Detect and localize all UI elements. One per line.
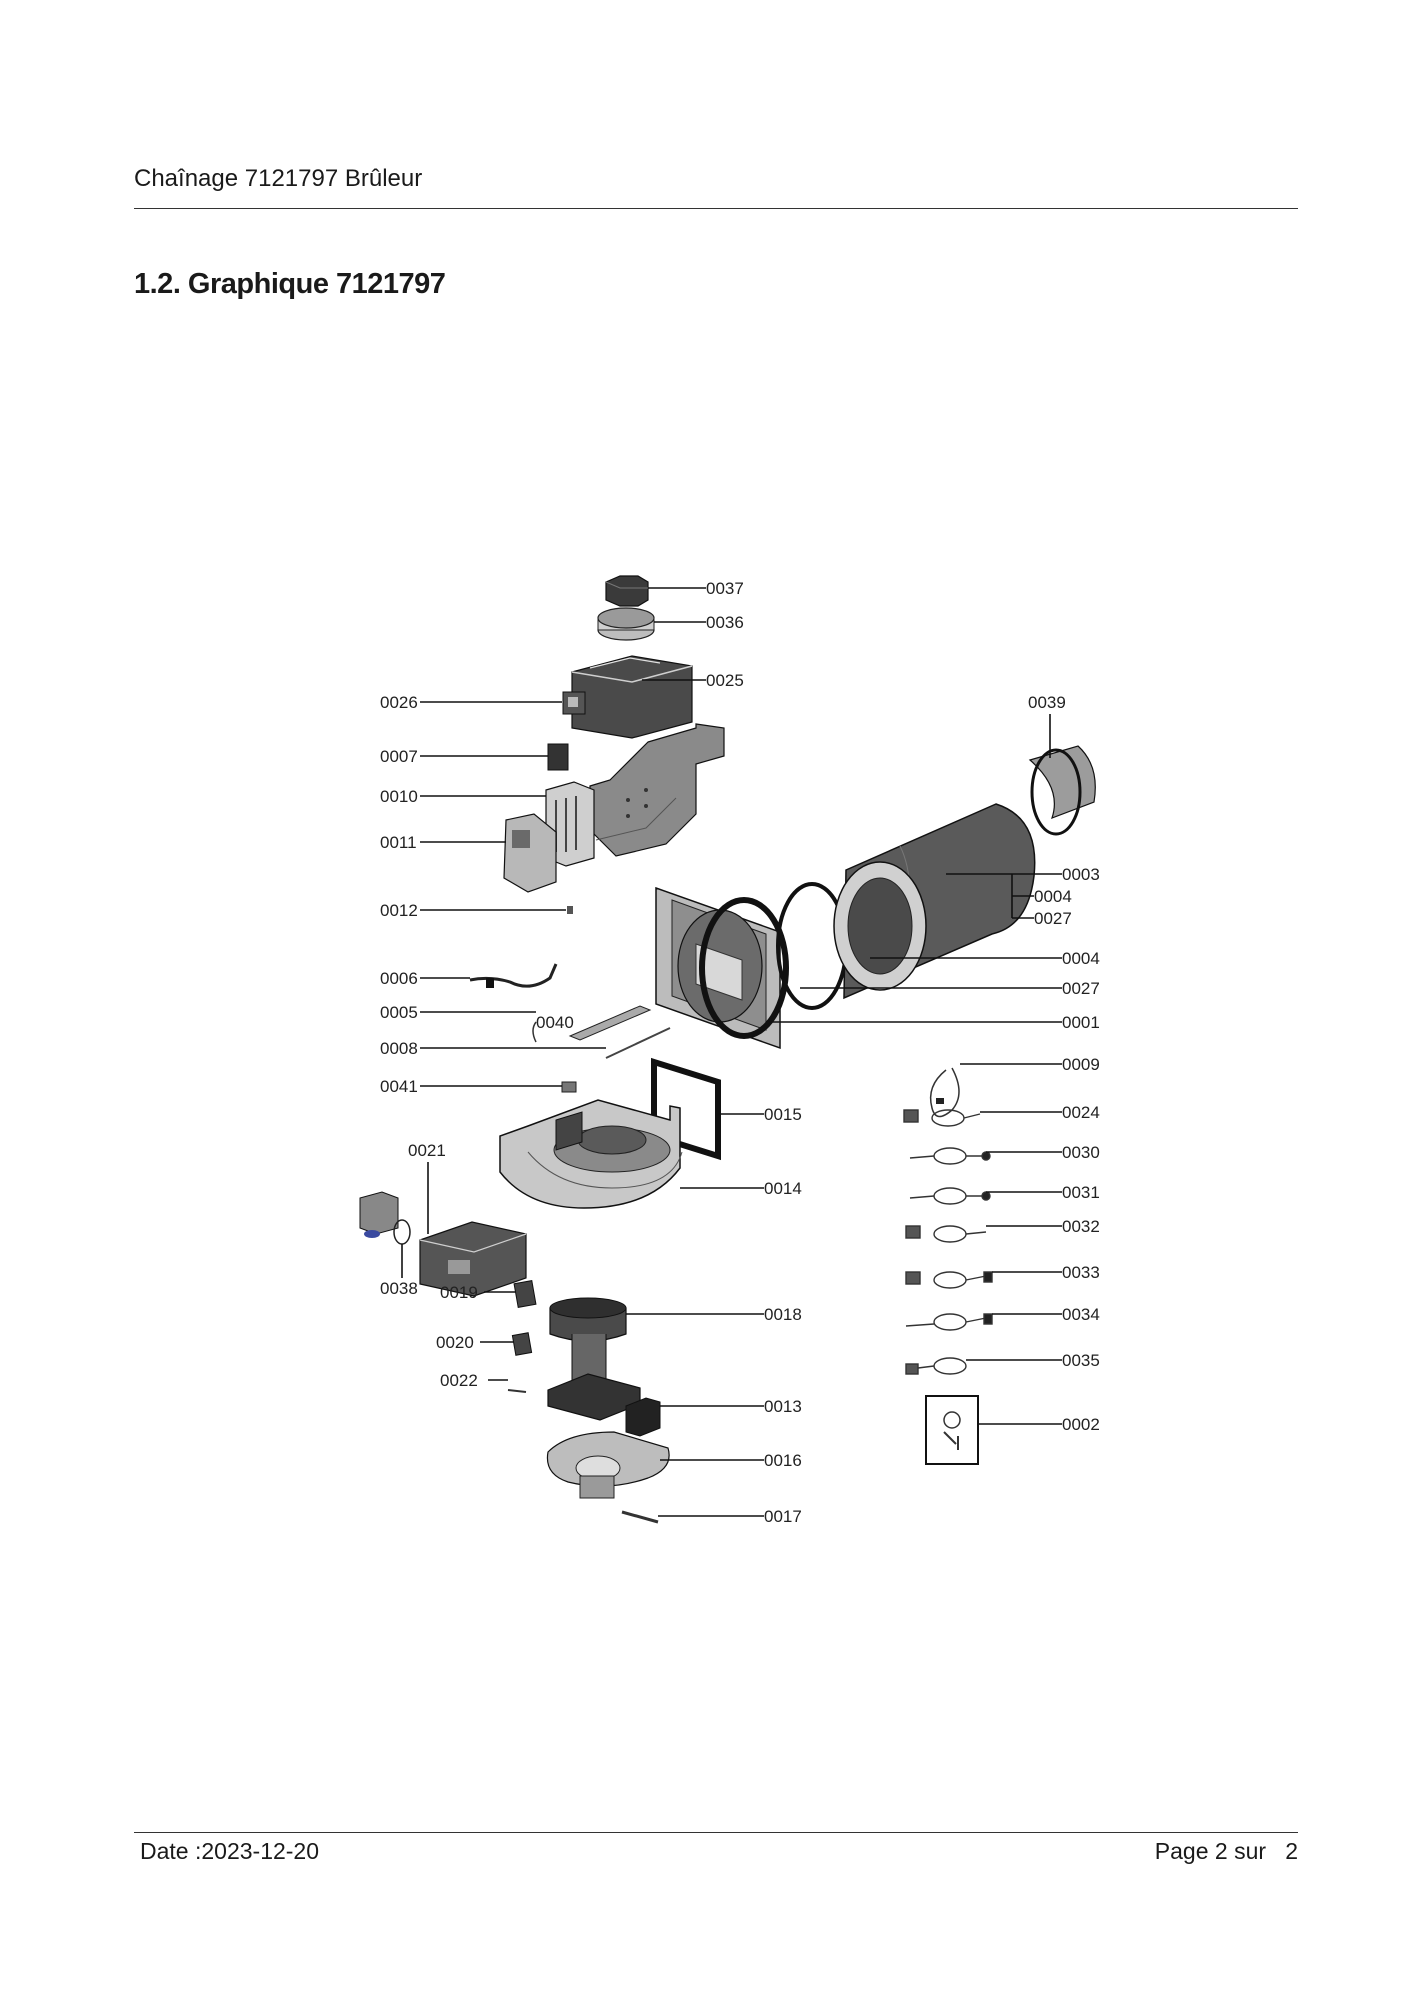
part-0039-sleeve — [1028, 745, 1096, 836]
leader-lines — [401, 587, 1062, 1517]
part-0037-cap — [605, 575, 649, 607]
part-0022-pin — [507, 1389, 527, 1393]
part-0001-flange-plate — [655, 886, 781, 1050]
part-0016-air-plate — [546, 1431, 670, 1499]
page-total: 2 — [1285, 1838, 1298, 1864]
part-0026-connector — [562, 691, 586, 715]
label-0007: 0007 — [380, 747, 418, 766]
label-0004-b: 0004 — [1062, 949, 1100, 968]
label-0014: 0014 — [764, 1179, 802, 1198]
label-0011: 0011 — [380, 833, 417, 852]
label-0017: 0017 — [764, 1507, 802, 1526]
label-0037: 0037 — [706, 579, 744, 598]
part-0012-screw — [567, 906, 573, 914]
label-0035: 0035 — [1062, 1351, 1100, 1370]
part-0024-cable — [903, 1109, 981, 1127]
label-0008: 0008 — [380, 1039, 418, 1058]
document-header-title: Chaînage 7121797 Brûleur — [134, 165, 423, 192]
part-0011-cover — [503, 813, 557, 893]
footer-date: Date :2023-12-20 — [140, 1838, 320, 1864]
part-0004-gasket-ring — [699, 897, 789, 1039]
header-divider — [134, 208, 1298, 209]
part-0015-gasket-frame — [651, 1057, 721, 1161]
label-0032: 0032 — [1062, 1217, 1100, 1236]
part-0019-seal — [513, 1280, 537, 1308]
part-0008-rod — [605, 1027, 671, 1059]
part-bracket — [589, 723, 725, 857]
part-0002-kit-bag — [925, 1395, 979, 1465]
part-cable-set — [903, 1109, 993, 1375]
label-0012: 0012 — [380, 901, 418, 920]
label-0009: 0009 — [1062, 1055, 1100, 1074]
label-0031: 0031 — [1062, 1183, 1100, 1202]
section-title: 1.2. Graphique 7121797 — [134, 268, 446, 300]
part-0038-valve — [359, 1191, 411, 1245]
footer-divider — [134, 1832, 1298, 1833]
label-0018: 0018 — [764, 1305, 802, 1324]
label-0024: 0024 — [1062, 1103, 1100, 1122]
label-0034: 0034 — [1062, 1305, 1100, 1324]
part-0031-cable — [909, 1187, 991, 1205]
part-0035-cable — [905, 1357, 967, 1375]
label-0022: 0022 — [440, 1371, 478, 1390]
part-0017-screw — [621, 1510, 659, 1524]
part-0032-cable — [905, 1225, 987, 1243]
label-0006: 0006 — [380, 969, 418, 988]
label-0039: 0039 — [1028, 693, 1066, 712]
part-0005-electrode — [532, 1005, 652, 1043]
label-0038: 0038 — [380, 1279, 418, 1298]
label-0025: 0025 — [706, 671, 744, 690]
part-0034-cable — [905, 1313, 993, 1331]
part-0030-cable — [909, 1147, 991, 1165]
label-0015: 0015 — [764, 1105, 802, 1124]
part-0018-venturi — [547, 1297, 641, 1421]
label-0036: 0036 — [706, 613, 744, 632]
label-0010: 0010 — [380, 787, 418, 806]
label-0001: 0001 — [1062, 1013, 1100, 1032]
label-0016: 0016 — [764, 1451, 802, 1470]
part-0033-cable — [905, 1271, 993, 1289]
page-prefix: Page 2 sur — [1154, 1838, 1267, 1864]
label-0005: 0005 — [380, 1003, 418, 1022]
part-0014-fan-housing — [499, 1099, 683, 1209]
label-0021: 0021 — [408, 1141, 446, 1160]
part-0041-clip — [561, 1081, 577, 1093]
label-0003: 0003 — [1062, 865, 1100, 884]
label-0019: 0019 — [440, 1283, 478, 1302]
part-0021-motor-block — [419, 1221, 527, 1297]
label-0027-a: 0027 — [1034, 909, 1072, 928]
part-labels: 0037 0036 0025 0026 0039 0007 0010 0011 … — [380, 579, 1100, 1526]
part-0025-control-box — [571, 655, 693, 739]
part-0013-filter — [625, 1397, 661, 1437]
part-0006-cable — [469, 963, 558, 988]
part-0007-relay — [547, 743, 569, 771]
footer-page-number: Page 2 sur 2 — [1155, 1838, 1298, 1865]
part-0036-disc — [597, 607, 655, 641]
label-0013: 0013 — [764, 1397, 802, 1416]
label-0020: 0020 — [436, 1333, 474, 1352]
label-0026: 0026 — [380, 693, 418, 712]
label-0040: 0040 — [536, 1013, 574, 1032]
label-0030: 0030 — [1062, 1143, 1100, 1162]
label-0027-b: 0027 — [1062, 979, 1100, 998]
label-0004-a: 0004 — [1034, 887, 1072, 906]
part-0020-seal — [511, 1332, 533, 1356]
part-0003-flame-tube — [833, 803, 1036, 1000]
part-0009-sensor-cable — [929, 1067, 960, 1118]
label-0002: 0002 — [1062, 1415, 1100, 1434]
label-0041: 0041 — [380, 1077, 418, 1096]
label-0033: 0033 — [1062, 1263, 1100, 1282]
